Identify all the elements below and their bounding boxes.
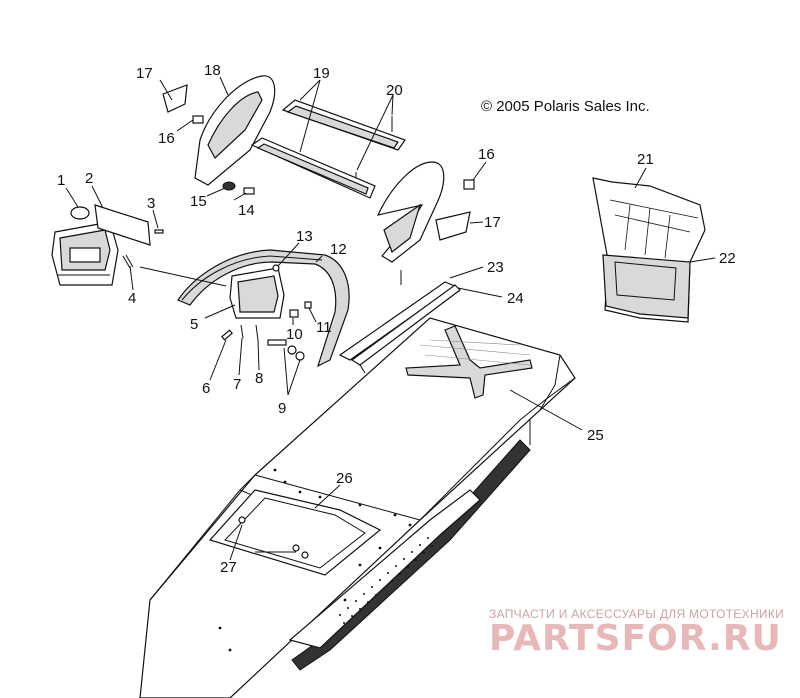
callout-14: 14: [238, 202, 255, 219]
snow-flap: [592, 177, 706, 323]
callout-5: 5: [190, 316, 198, 333]
callout-6: 6: [202, 380, 210, 397]
callout-26: 26: [336, 470, 353, 487]
callout-17b: 17: [484, 214, 501, 231]
callout-18: 18: [204, 62, 221, 79]
tunnel-rails: [338, 281, 461, 374]
tail-light-left: [51, 204, 164, 286]
callout-3: 3: [147, 195, 155, 212]
tunnel-assembly: [139, 317, 576, 698]
callout-15: 15: [190, 193, 207, 210]
callout-21: 21: [637, 151, 654, 168]
callout-13: 13: [296, 228, 313, 245]
copyright-text: © 2005 Polaris Sales Inc.: [481, 98, 650, 115]
leader-lines: [65, 76, 716, 561]
callout-1: 1: [57, 172, 65, 189]
callout-9: 9: [278, 400, 286, 417]
callout-24: 24: [507, 290, 524, 307]
callout-4: 4: [128, 290, 136, 307]
callout-2: 2: [85, 170, 93, 187]
callout-16b: 16: [478, 146, 495, 163]
callout-labels: 1 2 3 4 5 6 7 8 9 10 11 12 13 14 15 16 1…: [57, 62, 736, 576]
rear-bumper: [177, 249, 350, 368]
callout-22: 22: [719, 250, 736, 267]
callout-25: 25: [587, 427, 604, 444]
hardware: [192, 115, 641, 361]
callout-7: 7: [233, 376, 241, 393]
watermark-tagline: ЗАПЧАСТИ И АКСЕССУАРЫ ДЛЯ МОТОТЕХНИКИ: [489, 607, 784, 621]
callout-10: 10: [286, 326, 303, 343]
callout-17a: 17: [136, 65, 153, 82]
callout-12: 12: [330, 241, 347, 258]
callout-19: 19: [313, 65, 330, 82]
watermark: ЗАПЧАСТИ И АКСЕССУАРЫ ДЛЯ МОТОТЕХНИКИ PA…: [489, 607, 784, 659]
callout-8: 8: [255, 370, 263, 387]
callout-20: 20: [386, 82, 403, 99]
callout-16a: 16: [158, 130, 175, 147]
watermark-logo: PARTSFOR.RU: [489, 618, 782, 659]
callout-11: 11: [316, 319, 332, 336]
callout-23: 23: [487, 259, 504, 276]
callout-27: 27: [220, 559, 237, 576]
upper-parts: [162, 75, 471, 263]
